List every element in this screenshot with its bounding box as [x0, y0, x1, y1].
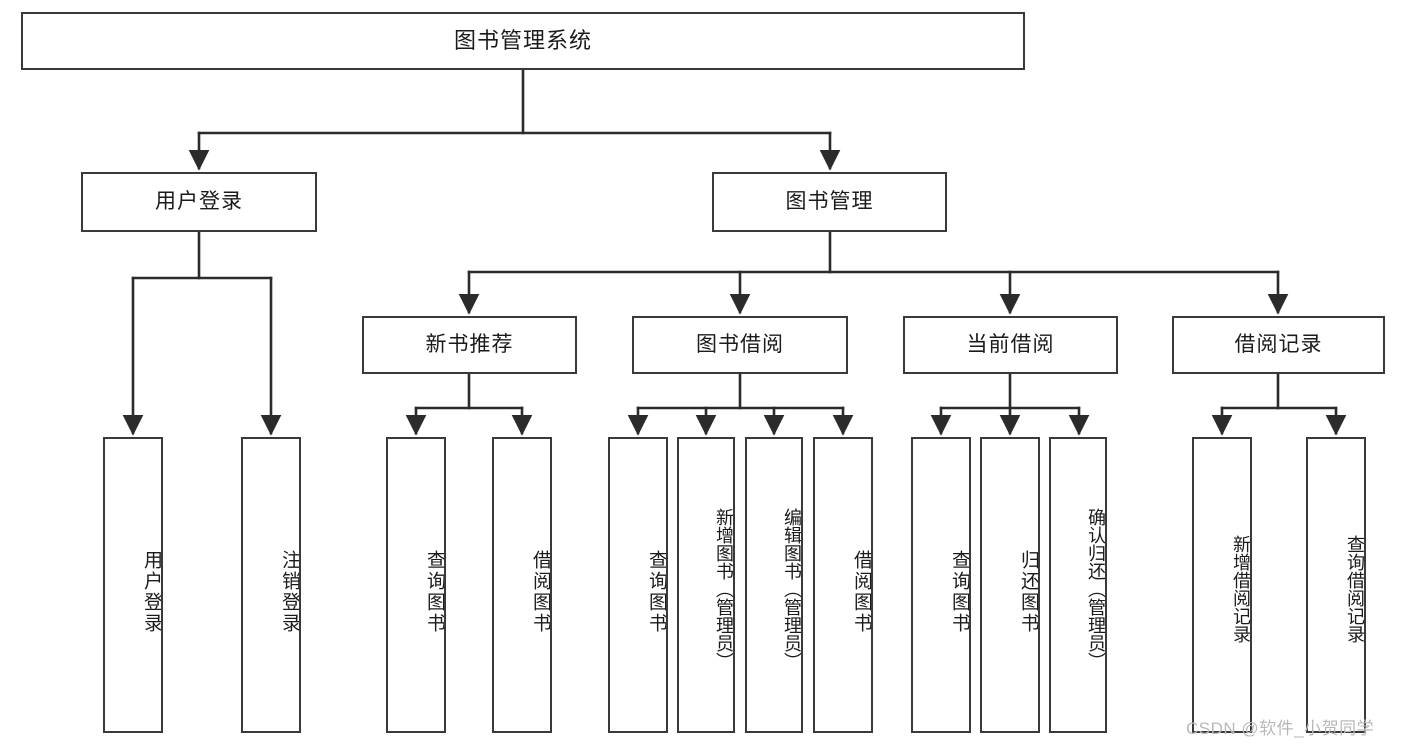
leaf-query-book-recommendation[interactable]: 查询图书: [386, 437, 446, 733]
node-root-book-management-system[interactable]: 图书管理系统: [21, 12, 1025, 70]
node-book-management[interactable]: 图书管理: [712, 172, 947, 232]
leaf-logout[interactable]: 注销登录: [241, 437, 301, 733]
leaf-query-book-borrowing[interactable]: 查询图书: [608, 437, 668, 733]
leaf-return-book[interactable]: 归还图书: [980, 437, 1040, 733]
leaf-confirm-return-admin[interactable]: 确认归还（管理员）: [1049, 437, 1107, 733]
leaf-add-book-admin[interactable]: 新增图书（管理员）: [677, 437, 735, 733]
leaf-borrow-book-borrowing[interactable]: 借阅图书: [813, 437, 873, 733]
node-current-borrowing[interactable]: 当前借阅: [903, 316, 1118, 374]
leaf-user-login[interactable]: 用户登录: [103, 437, 163, 733]
csdn-watermark: CSDN @软件_小贺同学: [1186, 719, 1375, 738]
leaf-add-borrow-record[interactable]: 新增借阅记录: [1192, 437, 1252, 733]
leaf-query-borrow-record[interactable]: 查询借阅记录: [1306, 437, 1366, 733]
node-borrow-records[interactable]: 借阅记录: [1172, 316, 1385, 374]
leaf-query-book-current[interactable]: 查询图书: [911, 437, 971, 733]
node-user-login[interactable]: 用户登录: [81, 172, 317, 232]
leaf-borrow-book-recommendation[interactable]: 借阅图书: [492, 437, 552, 733]
node-new-book-recommendation[interactable]: 新书推荐: [362, 316, 577, 374]
node-book-borrowing[interactable]: 图书借阅: [632, 316, 848, 374]
leaf-edit-book-admin[interactable]: 编辑图书（管理员）: [745, 437, 803, 733]
